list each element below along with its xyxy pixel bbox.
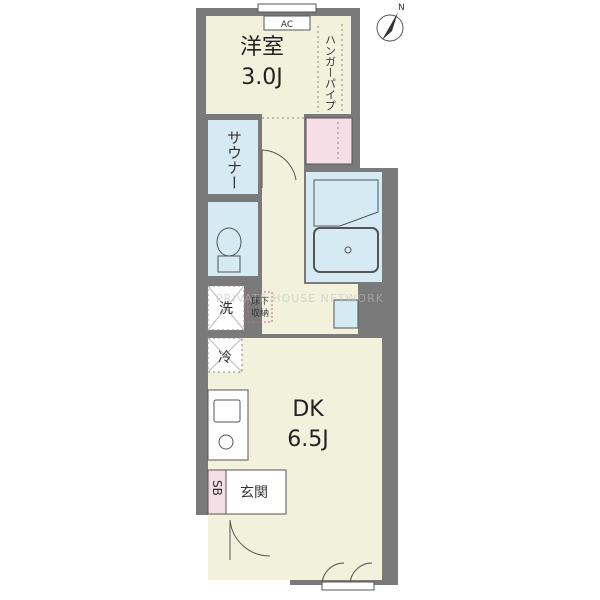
dk-room-size: 6.5J bbox=[287, 427, 328, 452]
bathtub bbox=[313, 227, 379, 273]
entrance-door-swing bbox=[229, 519, 271, 557]
ac-unit bbox=[263, 15, 311, 31]
sink bbox=[213, 399, 241, 423]
underfloor-storage bbox=[247, 291, 273, 323]
underfloor-label-2: 収納 bbox=[251, 307, 269, 319]
shoe-box-label: SB bbox=[210, 480, 224, 496]
bath-drain bbox=[344, 246, 352, 254]
stove bbox=[218, 434, 234, 450]
fridge-x2 bbox=[207, 337, 243, 373]
ac-label: AC bbox=[281, 20, 293, 30]
compass-needle-icon bbox=[382, 12, 398, 40]
underfloor-label-1: 床下 bbox=[251, 295, 269, 307]
closet-pink bbox=[305, 117, 353, 165]
bath-shower bbox=[313, 179, 379, 227]
dk-room-name: DK bbox=[292, 397, 324, 422]
watermark: PRIVATE HOUSE NETWORK bbox=[216, 292, 384, 305]
washer-label: 洗 bbox=[219, 301, 233, 317]
sauna-room bbox=[208, 120, 258, 194]
western-room-name: 洋室 bbox=[240, 35, 284, 60]
balcony-door-opening bbox=[321, 581, 375, 591]
entrance-label: 玄関 bbox=[240, 484, 268, 501]
compass-north-label: N bbox=[398, 3, 405, 13]
fridge-label: 冷 bbox=[218, 350, 232, 366]
washer-x2 bbox=[207, 285, 245, 331]
western-room-size: 3.0J bbox=[241, 65, 282, 90]
shoe-box bbox=[207, 469, 227, 515]
toilet-bowl bbox=[216, 227, 242, 257]
western-room-floor bbox=[206, 16, 351, 114]
toilet-tank bbox=[217, 255, 241, 273]
sauna-label: サウナー bbox=[225, 130, 243, 190]
hanger-pipe-label: ハンガーパイプ bbox=[324, 34, 337, 111]
sauna-door-swing bbox=[261, 149, 297, 181]
top-window bbox=[257, 3, 317, 13]
washbasin bbox=[333, 299, 359, 329]
